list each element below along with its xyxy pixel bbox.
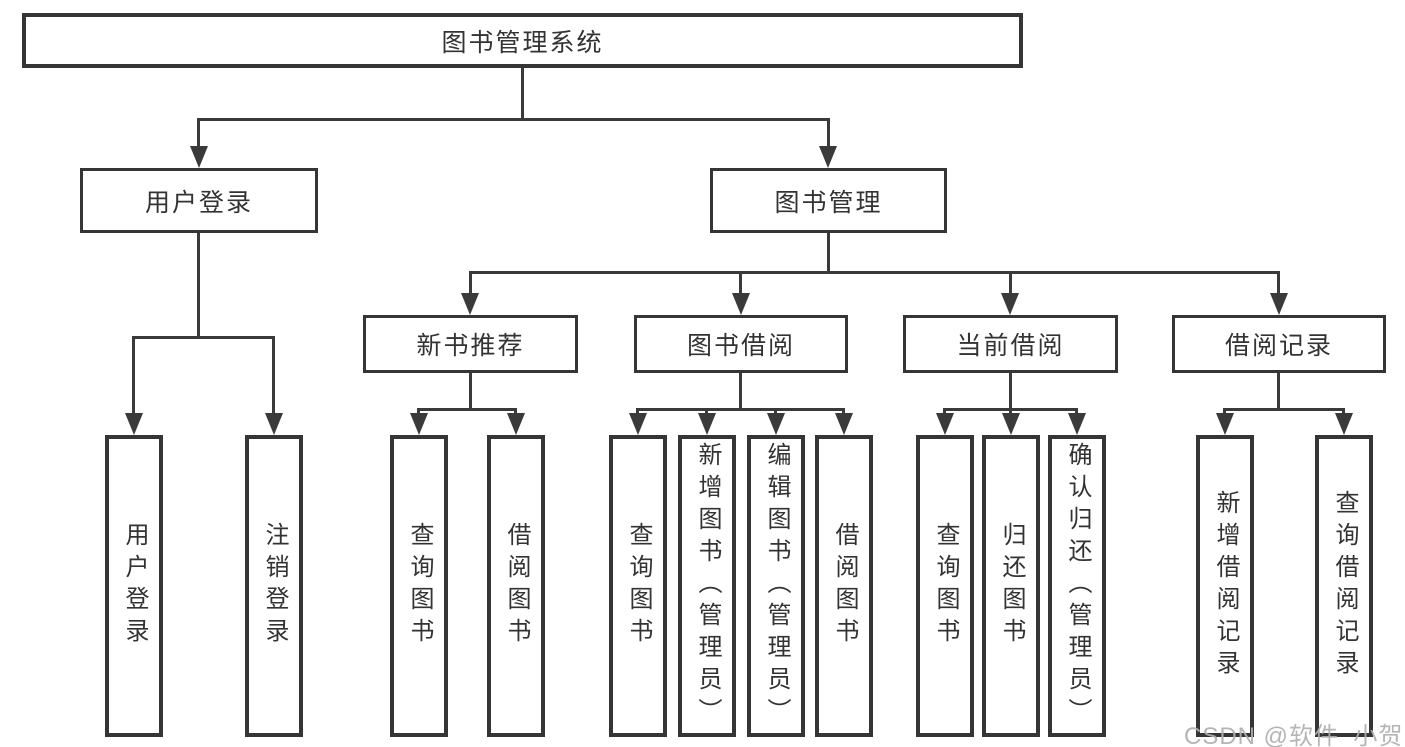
leaf-label: 查询图书: [625, 522, 652, 650]
leaf-label: 查询图书: [406, 522, 433, 650]
leaf-label: 新增图书（管理员）: [694, 442, 721, 730]
connector-line: [636, 408, 845, 411]
leaf-label: 查询借阅记录: [1331, 490, 1358, 682]
leaf-label: 借阅图书: [831, 522, 858, 650]
leaf-label: 新增借阅记录: [1212, 490, 1239, 682]
node-label: 用户登录: [144, 188, 253, 217]
node-label: 图书管理: [774, 188, 883, 217]
arrow-down-icon: [190, 146, 208, 168]
connector-line: [469, 271, 472, 295]
leaf-label: 用户登录: [121, 522, 148, 650]
node-label: 借阅记录: [1224, 332, 1333, 360]
arrow-down-icon: [767, 413, 785, 435]
leaf-logout: 注销登录: [245, 435, 303, 737]
leaf-confirm-return-admin: 确认归还（管理员）: [1048, 435, 1106, 737]
connector-line: [1277, 271, 1280, 295]
connector-line: [197, 118, 830, 121]
node-label: 当前借阅: [956, 332, 1065, 360]
arrow-down-icon: [1002, 413, 1020, 435]
arrow-down-icon: [1270, 293, 1288, 315]
arrow-down-icon: [507, 413, 525, 435]
node-label: 新书推荐: [416, 332, 525, 360]
connector-line: [132, 336, 275, 339]
connector-line: [1277, 373, 1280, 408]
leaf-edit-book-admin: 编辑图书（管理员）: [747, 435, 805, 737]
arrow-down-icon: [410, 413, 428, 435]
connector-line: [1009, 271, 1012, 295]
leaf-borrow-book-recommend: 借阅图书: [487, 435, 545, 737]
connector-line: [417, 408, 517, 411]
leaf-label: 确认归还（管理员）: [1064, 442, 1091, 730]
arrow-down-icon: [1216, 413, 1234, 435]
node-label: 图书管理系统: [441, 28, 604, 57]
connector-line: [197, 118, 200, 150]
node-user-login: 用户登录: [80, 168, 318, 233]
connector-line: [469, 373, 472, 408]
arrow-down-icon: [461, 293, 479, 315]
arrow-down-icon: [1001, 293, 1019, 315]
connector-line: [197, 233, 200, 336]
connector-line: [827, 118, 830, 150]
connector-line: [521, 68, 524, 118]
arrow-down-icon: [629, 413, 647, 435]
leaf-label: 借阅图书: [503, 522, 530, 650]
node-book-borrowing: 图书借阅: [634, 315, 848, 373]
arrow-down-icon: [1335, 413, 1353, 435]
leaf-add-borrow-record: 新增借阅记录: [1196, 435, 1254, 737]
arrow-down-icon: [265, 413, 283, 435]
leaf-return-book: 归还图书: [982, 435, 1040, 737]
arrow-down-icon: [732, 293, 750, 315]
leaf-query-book-borrow: 查询图书: [609, 435, 667, 737]
arrow-down-icon: [698, 413, 716, 435]
connector-line: [1009, 373, 1012, 408]
node-book-management: 图书管理: [710, 168, 947, 233]
leaf-query-book-current: 查询图书: [916, 435, 974, 737]
node-borrowing-records: 借阅记录: [1172, 315, 1386, 373]
node-new-book-recommend: 新书推荐: [363, 315, 578, 373]
connector-line: [1223, 408, 1345, 411]
connector-line: [739, 271, 742, 295]
connector-line: [132, 336, 135, 415]
connector-line: [272, 336, 275, 415]
arrow-down-icon: [835, 413, 853, 435]
leaf-user-login: 用户登录: [105, 435, 163, 737]
arrow-down-icon: [125, 413, 143, 435]
arrow-down-icon: [819, 146, 837, 168]
leaf-label: 编辑图书（管理员）: [763, 442, 790, 730]
node-label: 图书借阅: [686, 332, 795, 360]
node-root-library-system: 图书管理系统: [22, 13, 1023, 68]
leaf-label: 归还图书: [998, 522, 1025, 650]
leaf-query-book-recommend: 查询图书: [390, 435, 448, 737]
connector-line: [469, 271, 1280, 274]
csdn-watermark: CSDN @软件_小贺同学: [1184, 723, 1405, 747]
arrow-down-icon: [936, 413, 954, 435]
leaf-add-book-admin: 新增图书（管理员）: [678, 435, 736, 737]
arrow-down-icon: [1068, 413, 1086, 435]
leaf-label: 查询图书: [932, 522, 959, 650]
leaf-query-borrow-record: 查询借阅记录: [1315, 435, 1373, 737]
node-current-borrowing: 当前借阅: [903, 315, 1118, 373]
leaf-borrow-book: 借阅图书: [815, 435, 873, 737]
connector-line: [827, 233, 830, 271]
leaf-label: 注销登录: [261, 522, 288, 650]
connector-line: [739, 373, 742, 408]
